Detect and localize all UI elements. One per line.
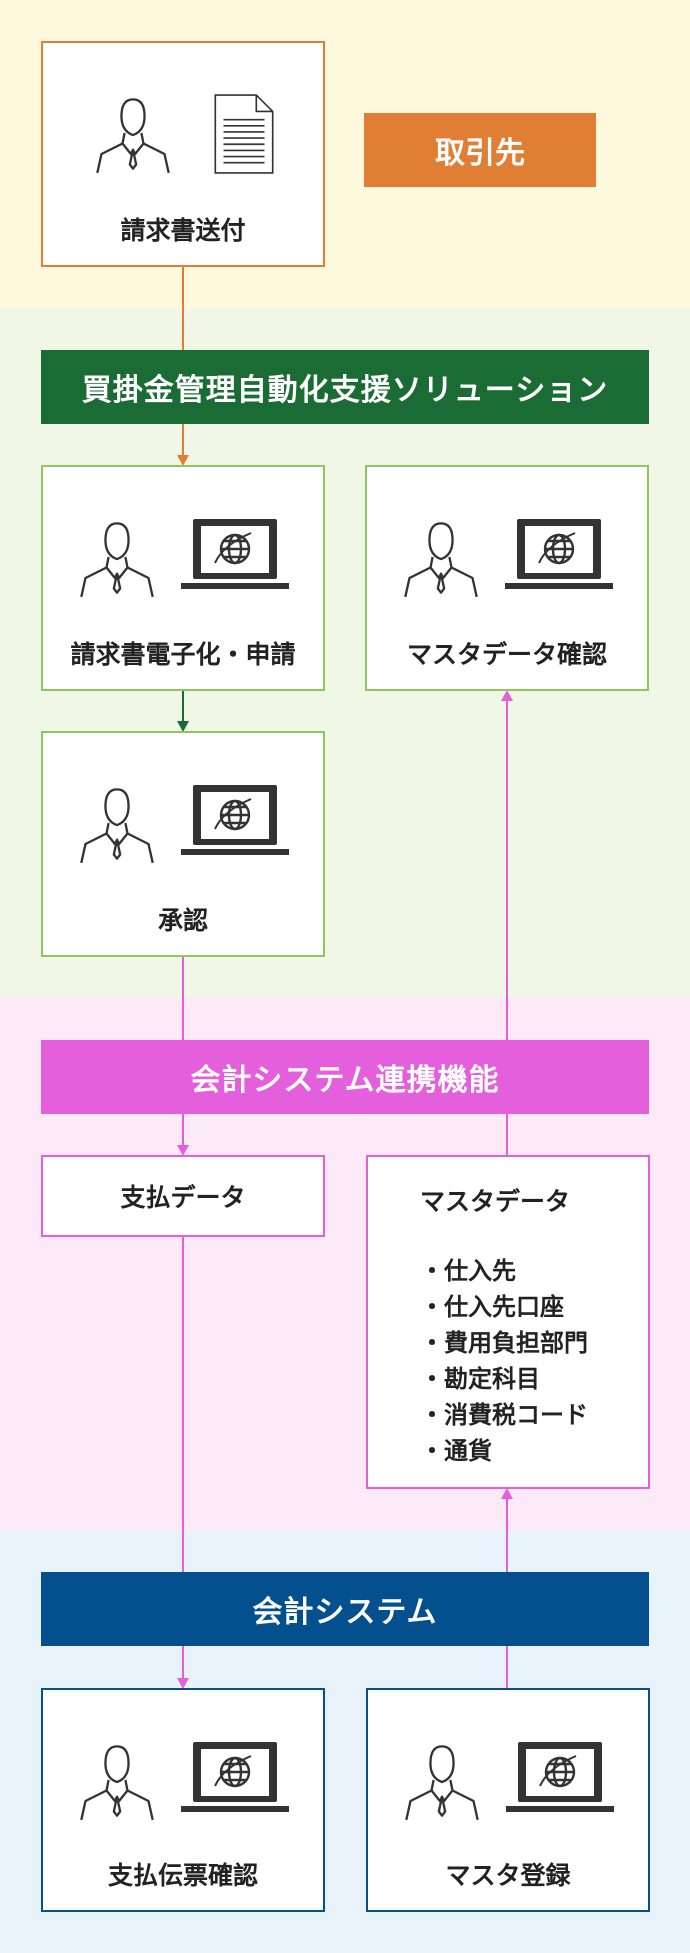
arrow-head: [177, 721, 189, 732]
solution-card-caption: マスタデータ確認: [406, 640, 607, 669]
person-icon: [96, 98, 170, 174]
person-icon: [80, 788, 154, 864]
connector-line: [182, 1236, 184, 1684]
arrow-head: [177, 1145, 189, 1156]
list-item: ・仕入先: [420, 1257, 516, 1285]
solution-card-invoice: 請求書電子化・申請: [41, 465, 325, 691]
arrow-head: [177, 455, 189, 466]
laptop-globe-icon: [181, 785, 289, 855]
arrow-head: [501, 690, 513, 701]
accounting-header-text: 会計システム: [252, 1595, 438, 1630]
person-icon: [80, 522, 154, 598]
card-icons: [43, 781, 323, 865]
solution-card-caption: 請求書電子化・申請: [70, 640, 296, 669]
supplier-label-text: 取引先: [435, 136, 525, 171]
laptop-globe-icon: [181, 1742, 289, 1812]
accounting-card-payment-slip: 支払伝票確認: [41, 1688, 325, 1912]
integration-header: 会計システム連携機能: [41, 1040, 649, 1114]
accounting-header: 会計システム: [41, 1572, 649, 1646]
arrow-head: [501, 1488, 513, 1499]
connector-line: [506, 700, 508, 1156]
supplier-card-icons: [43, 91, 323, 175]
payment-data-box: 支払データ: [41, 1155, 325, 1237]
list-item: ・消費税コード: [420, 1401, 588, 1429]
master-data-title: マスタデータ: [420, 1187, 571, 1216]
solution-card-caption: 承認: [157, 906, 208, 935]
accounting-card-caption: マスタ登録: [445, 1861, 571, 1890]
list-item: ・通貨: [420, 1437, 492, 1465]
card-icons: [367, 515, 647, 599]
master-data-box: マスタデータ ・仕入先 ・仕入先口座 ・費用負担部門 ・勘定科目 ・消費税コード…: [366, 1155, 650, 1489]
accounting-card-master-registration: マスタ登録: [366, 1688, 650, 1912]
list-item: ・費用負担部門: [420, 1329, 588, 1357]
payment-data-label: 支払データ: [120, 1183, 246, 1212]
accounting-card-caption: 支払伝票確認: [107, 1861, 258, 1890]
laptop-globe-icon: [181, 519, 289, 589]
person-icon: [80, 1745, 154, 1821]
person-icon: [404, 522, 478, 598]
card-icons: [43, 1738, 323, 1822]
solution-header-text: 買掛金管理自動化支援ソリューション: [81, 373, 609, 408]
card-icons: [43, 515, 323, 599]
integration-header-text: 会計システム連携機能: [190, 1063, 500, 1098]
list-item: ・仕入先口座: [420, 1293, 564, 1321]
master-data-list: ・仕入先 ・仕入先口座 ・費用負担部門 ・勘定科目 ・消費税コード ・通貨: [420, 1253, 588, 1469]
supplier-card: 請求書送付: [41, 41, 325, 267]
card-icons: [368, 1738, 648, 1822]
solution-card-approval: 承認: [41, 731, 325, 957]
document-icon: [214, 94, 274, 174]
solution-header: 買掛金管理自動化支援ソリューション: [41, 350, 649, 424]
solution-card-master-check: マスタデータ確認: [365, 465, 649, 691]
arrow-head: [177, 1678, 189, 1689]
connector-line: [182, 690, 184, 730]
list-item: ・勘定科目: [420, 1365, 540, 1393]
supplier-card-caption: 請求書送付: [120, 216, 246, 245]
supplier-label: 取引先: [364, 113, 596, 187]
laptop-globe-icon: [505, 519, 613, 589]
laptop-globe-icon: [506, 1742, 614, 1812]
person-icon: [405, 1745, 479, 1821]
